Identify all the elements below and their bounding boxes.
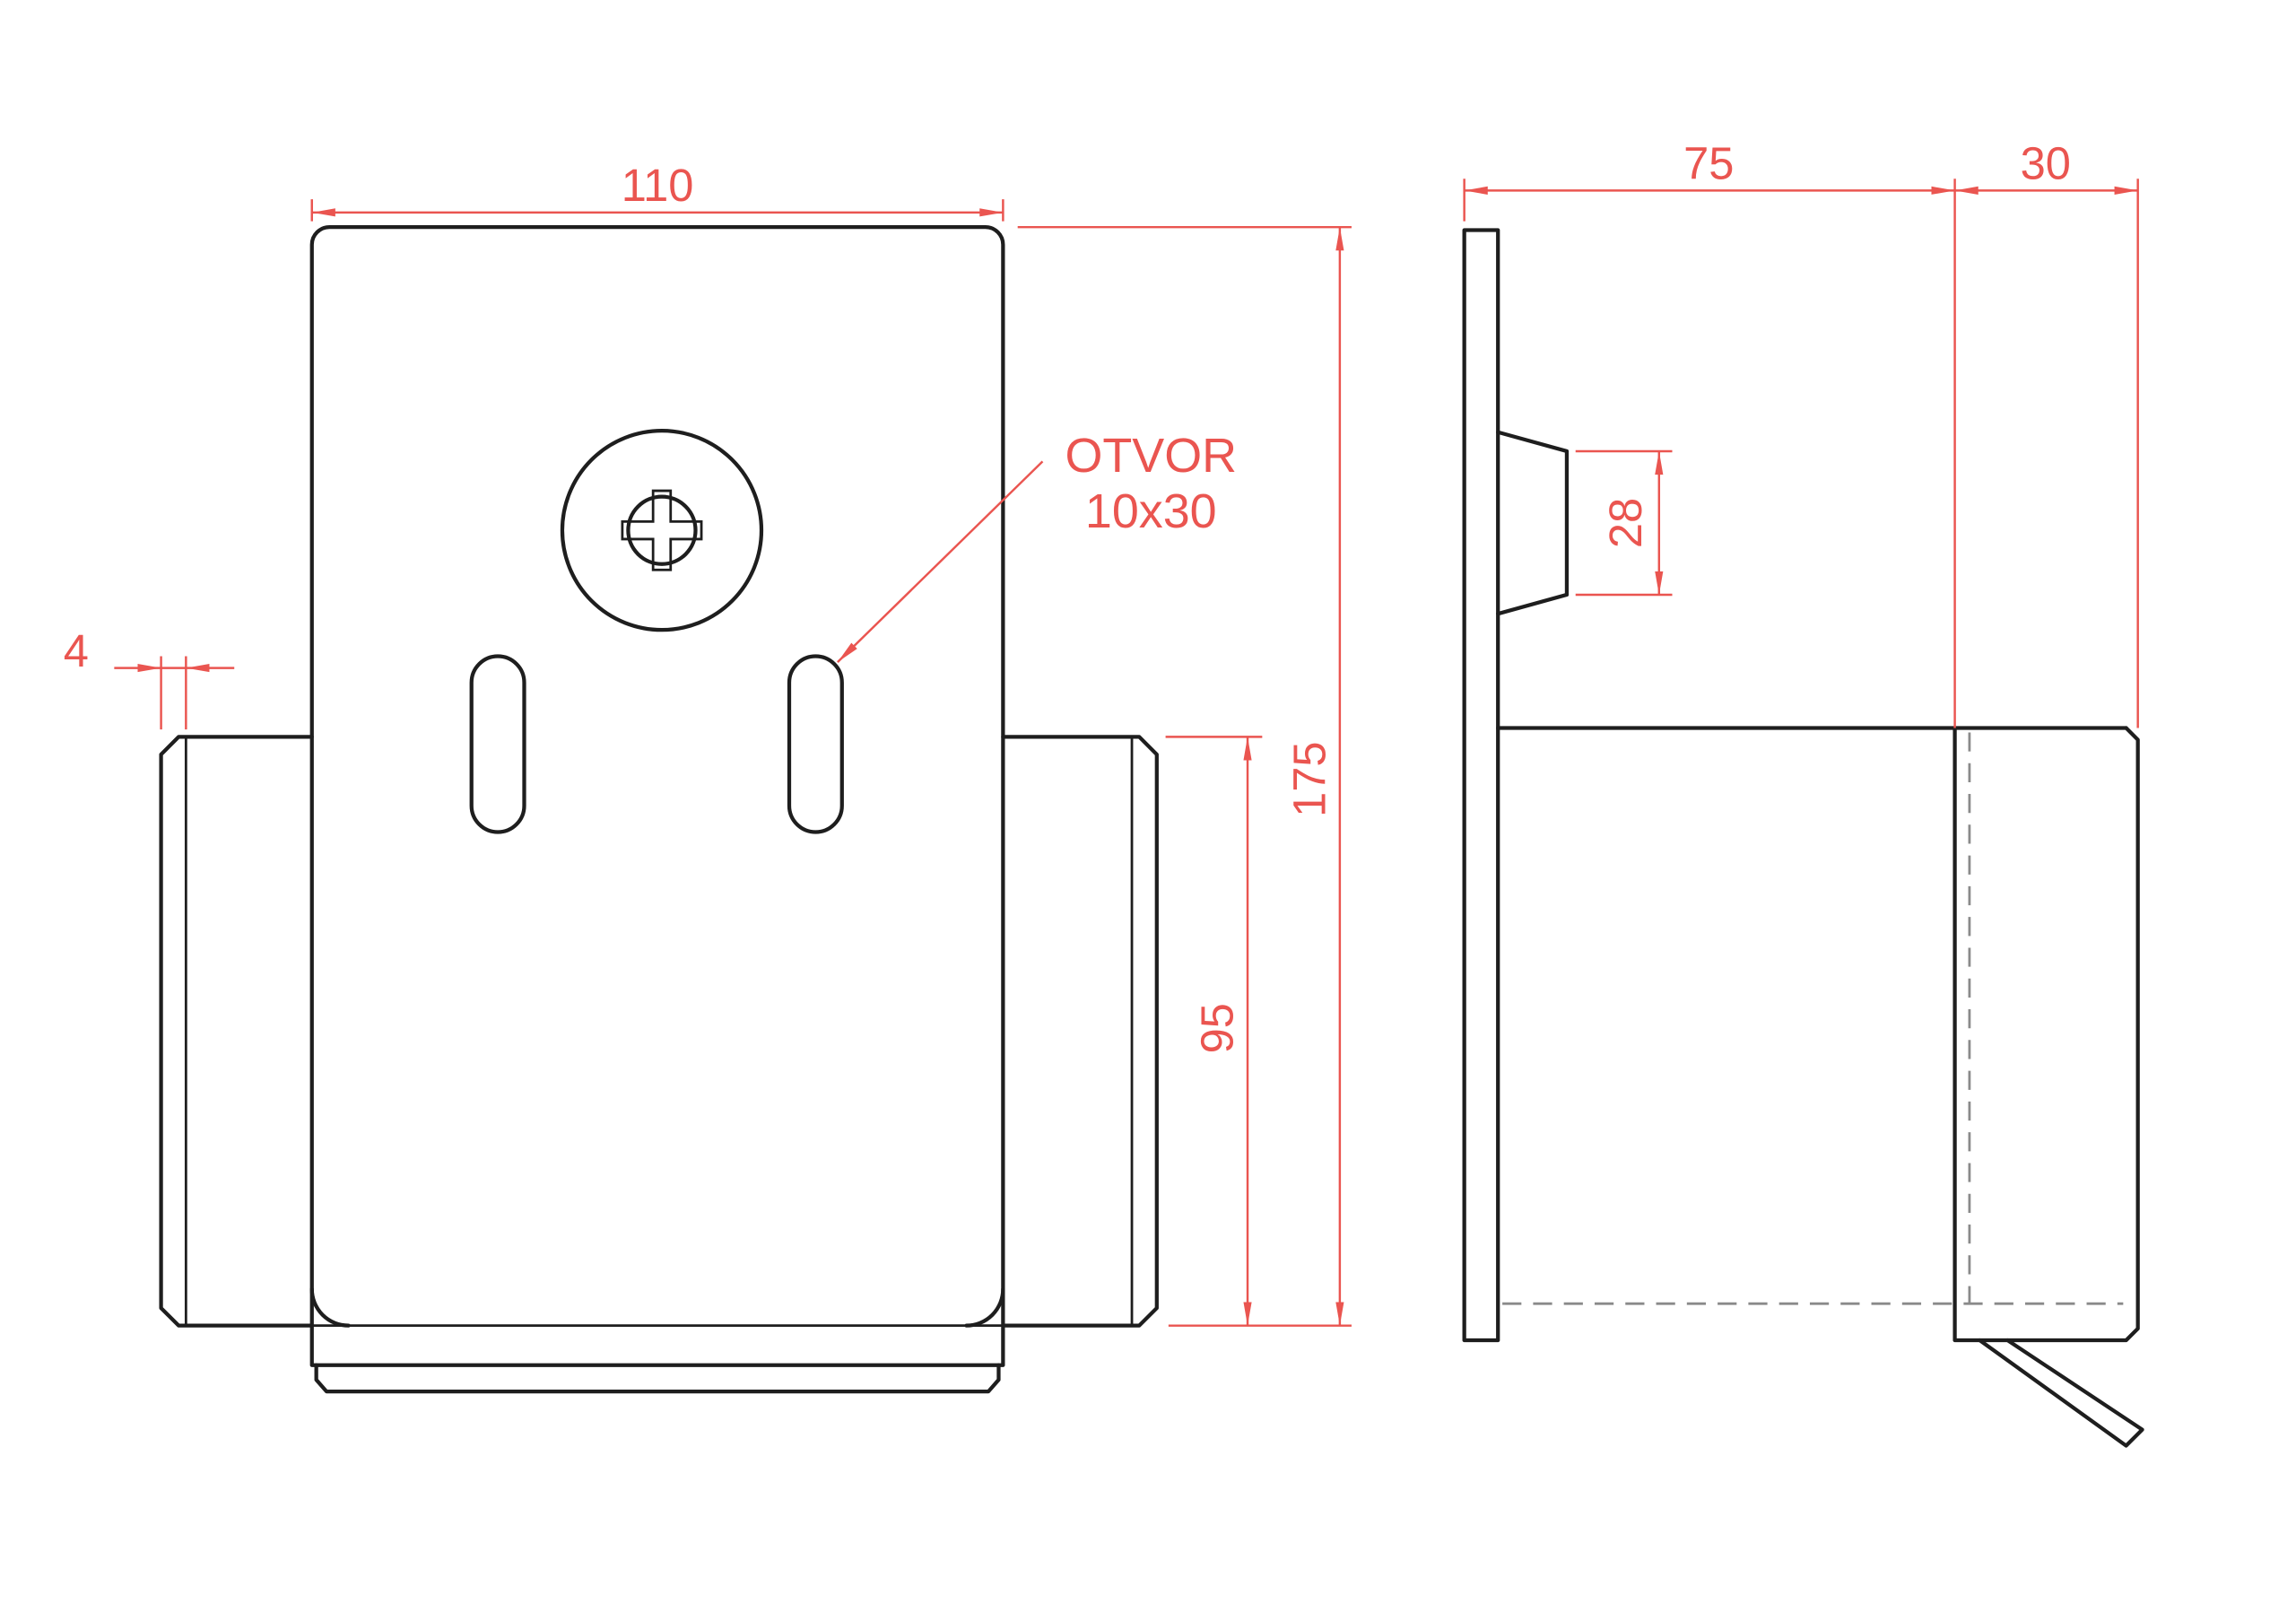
dimension-label-flange-height: 95	[1192, 1003, 1243, 1053]
plate-outline	[309, 225, 1005, 1367]
side-view	[1462, 228, 2144, 1448]
side-plate	[1462, 228, 1500, 1343]
bend-relief-right	[964, 1286, 1005, 1328]
dimension-label-total-height: 175	[1284, 741, 1335, 816]
dimension-boss-height-28: 28	[1575, 449, 1673, 597]
extension-lines	[1463, 179, 1956, 728]
flange-left	[159, 735, 314, 1328]
dimension-label-boss-height: 28	[1600, 498, 1651, 548]
bend-relief-left	[309, 1286, 351, 1328]
dimension-depth-75: 75	[1463, 137, 1956, 728]
dimension-thickness-4: 4	[64, 625, 235, 730]
screw-boss-circle	[560, 429, 764, 632]
side-bottom-lip	[1978, 1338, 2144, 1448]
dimension-label-flange-width: 30	[2021, 137, 2071, 188]
dimension-label-thickness: 4	[64, 625, 89, 676]
side-flange	[1952, 726, 2140, 1343]
leader-line	[837, 460, 1044, 663]
slot-left	[469, 654, 526, 834]
front-view	[159, 225, 1159, 1394]
side-screw-boss	[1496, 430, 1570, 616]
slot-right	[787, 654, 844, 834]
extension-lines	[1017, 225, 1352, 1327]
bottom-lip	[314, 1363, 1001, 1394]
dimension-flange-width-30: 30	[1954, 137, 2139, 728]
dimension-total-height-175: 175	[1017, 225, 1352, 1327]
flange-right	[1001, 735, 1159, 1328]
screw-head-circle	[626, 494, 698, 566]
phillips-cross-icon	[621, 489, 703, 571]
slot-note-line2: 10x30	[1085, 484, 1217, 538]
slot-note-line1: OTVOR	[1065, 429, 1238, 483]
dimension-flange-height-95: 95	[1165, 736, 1263, 1326]
dimension-label-depth: 75	[1683, 137, 1734, 188]
slot-callout: OTVOR 10x30	[837, 429, 1238, 663]
dimension-width-110: 110	[310, 160, 1004, 222]
dimension-label-width: 110	[622, 160, 694, 211]
